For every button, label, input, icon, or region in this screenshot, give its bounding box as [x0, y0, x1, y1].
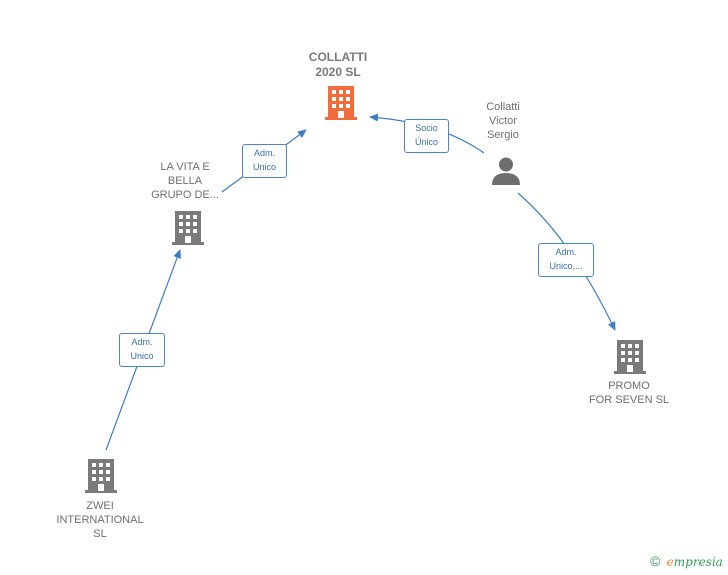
brand-logo: empresia: [666, 555, 723, 569]
building-icon[interactable]: [172, 211, 204, 245]
edge-label-victor-collatti[interactable]: Socio Único: [404, 119, 449, 153]
edge-label-victor-promo[interactable]: Adm. Unico,...: [538, 243, 594, 277]
edge-label-zwei-lavita[interactable]: Adm. Unico: [119, 333, 165, 367]
edge-label-lavita-collatti[interactable]: Adm. Unico: [242, 144, 287, 178]
person-icon[interactable]: [491, 156, 521, 186]
node-label-la-vita: LA VITA E BELLA GRUPO DE...: [151, 161, 219, 201]
node-label-zwei: ZWEI INTERNATIONAL SL: [56, 500, 144, 540]
building-icon[interactable]: [325, 86, 357, 120]
node-label-collatti-2020: COLLATTI 2020 SL: [308, 50, 368, 79]
copyright-icon: ©: [650, 553, 661, 569]
node-label-promo: PROMO FOR SEVEN SL: [588, 380, 670, 406]
node-label-collatti-victor: Collatti Victor Sergio: [486, 101, 520, 141]
building-icon[interactable]: [85, 459, 117, 493]
building-icon[interactable]: [614, 340, 646, 374]
footer-brand: © empresia: [650, 553, 723, 569]
